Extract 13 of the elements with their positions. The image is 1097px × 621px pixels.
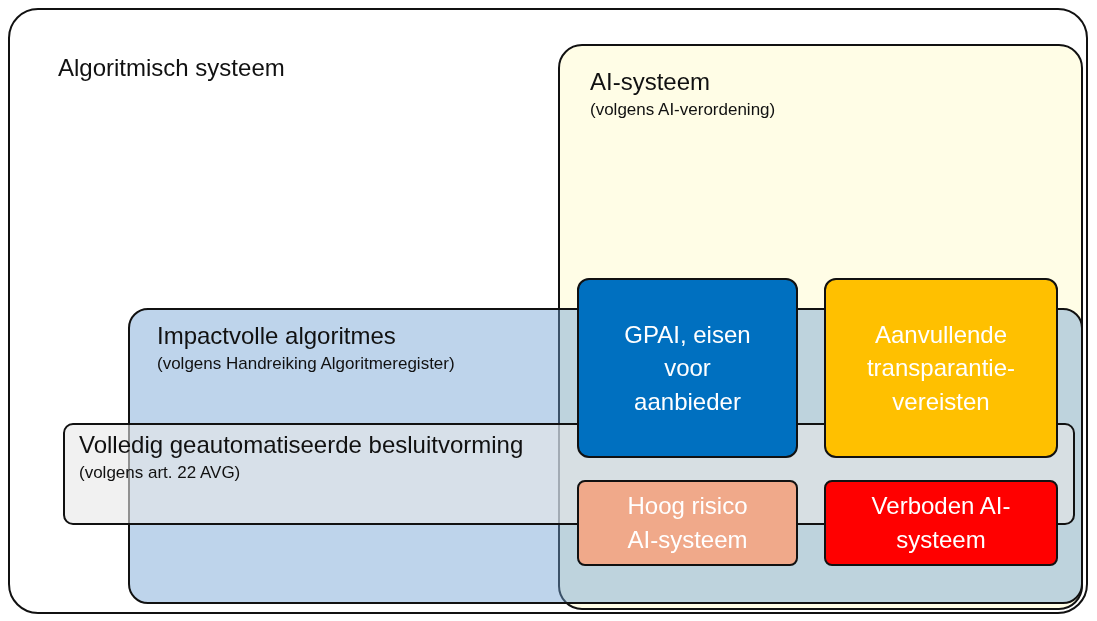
category-label: Verboden AI-systeem xyxy=(870,491,1012,555)
region-title: AI-systeem xyxy=(590,68,711,96)
region-subtitle: (volgens art. 22 AVG) xyxy=(79,463,241,483)
region-title: Impactvolle algoritmes xyxy=(157,322,396,350)
region-title: Volledig geautomatiseerde besluitvorming xyxy=(79,431,524,459)
region-subtitle: (volgens Handreiking Algoritmeregister) xyxy=(157,354,455,374)
category-box xyxy=(824,480,1058,566)
category-label: Hoog risico AI-systeem xyxy=(626,491,749,555)
category-label: GPAI, eisen voor aanbieder xyxy=(623,319,752,417)
region-title: Algoritmisch systeem xyxy=(58,54,285,82)
region-subtitle: (volgens AI-verordening) xyxy=(590,100,776,120)
category-label: Aanvullende transparantie-vereisten xyxy=(865,319,1017,417)
category-box xyxy=(577,480,798,566)
